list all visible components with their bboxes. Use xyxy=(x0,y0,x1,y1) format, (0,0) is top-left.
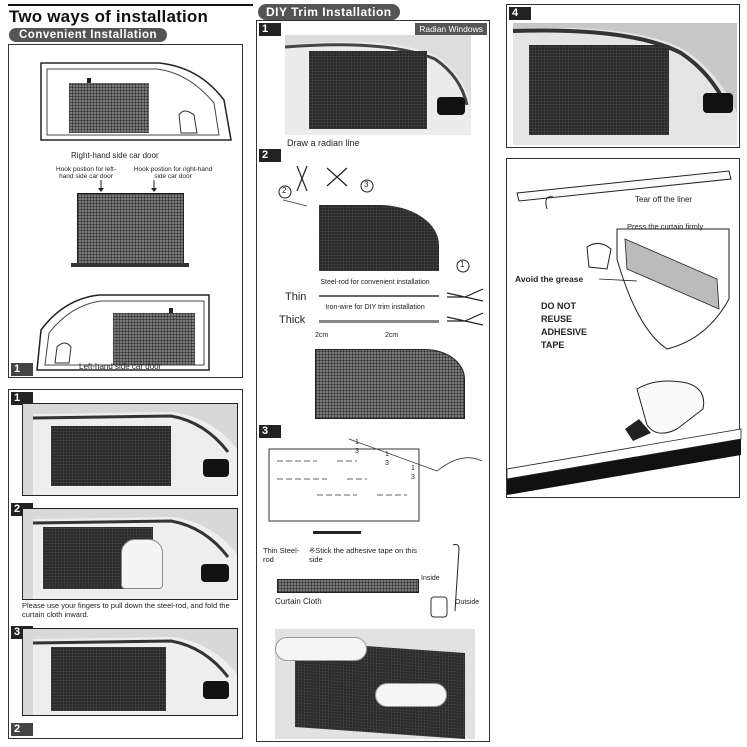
trimmed-curtain xyxy=(315,349,465,419)
panel1-step-badge: 1 xyxy=(11,363,33,376)
hook-right-note: Hook postion for right-hand side car doo… xyxy=(133,166,213,180)
cut-curtain-sample xyxy=(319,205,439,271)
convenient-installation-pill: Convenient Installation xyxy=(9,28,168,42)
do-not-line2: REUSE xyxy=(541,314,573,324)
pliers-icon xyxy=(446,288,484,326)
tape-rod-illustration xyxy=(516,170,732,210)
avoid-grease-caption: Avoid the grease xyxy=(515,274,584,284)
unrolled-curtain xyxy=(77,193,184,265)
press-curtain-photo xyxy=(275,629,475,739)
hook-left-note: Hook postion for left-hand side car door xyxy=(56,166,116,180)
hand-press-illustration xyxy=(506,380,742,495)
diy-step2-badge: 2 xyxy=(259,149,281,162)
right-door-caption: Right-hand side car door xyxy=(71,151,159,160)
adhesive-panel: Tear off the liner Press the curtain fir… xyxy=(506,158,742,498)
diy-step3-badge: 3 xyxy=(259,425,281,438)
installed-curtain-photo xyxy=(513,23,737,145)
step3-photo xyxy=(22,628,238,716)
thin-label: Thin xyxy=(285,291,307,303)
page-title: Two ways of installation xyxy=(9,7,209,26)
fraction-num-b: 1 xyxy=(385,451,389,458)
step2-note: Please use your fingers to pull down the… xyxy=(22,601,230,619)
thick-label: Thick xyxy=(279,314,306,326)
fraction-den-c: 3 xyxy=(411,474,415,481)
step1-photo xyxy=(22,403,238,496)
circle-2-label: 2 xyxy=(282,186,287,195)
outside-label: Outside xyxy=(455,599,480,606)
left-door-curtain-mesh xyxy=(113,313,195,365)
draw-radian-caption: Draw a radian line xyxy=(287,138,360,148)
diy-step1-badge: 1 xyxy=(259,23,281,36)
tear-liner-caption: Tear off the liner xyxy=(635,195,693,204)
convenient-steps-panel: 1 2 Please use your fingers to pull down… xyxy=(8,389,243,739)
steel-rod-note: Steel-rod for convenient installation xyxy=(320,279,430,286)
fraction-num-a: 1 xyxy=(355,439,359,446)
top-rule xyxy=(8,4,253,6)
diy-panel: 1 Radian Windows Draw a radian line 2 2 … xyxy=(256,20,490,742)
door-edge-illustration xyxy=(586,228,730,350)
curtain-cloth-label: Curtain Cloth xyxy=(275,597,322,606)
fraction-den-a: 3 xyxy=(355,448,359,455)
door-curtain-mesh xyxy=(69,83,149,133)
curtain-base-rod xyxy=(71,263,189,267)
circle-1-label: 1 xyxy=(460,260,465,269)
thin-rod-line xyxy=(319,295,439,297)
step4-panel: 4 xyxy=(506,4,740,148)
step-badge-1: 1 xyxy=(11,392,33,405)
panel2-step-badge: 2 xyxy=(11,723,33,736)
adhesive-note: ※Stick the adhesive tape on this side xyxy=(309,546,418,564)
fraction-den-b: 3 xyxy=(385,460,389,467)
step2-photo xyxy=(22,508,238,600)
radian-window-photo xyxy=(285,35,471,135)
convenient-panel: Right-hand side car door Hook postion fo… xyxy=(8,44,243,378)
press-curtain-caption: Press the curtain firmly xyxy=(627,222,704,231)
dim-2cm-right: 2cm xyxy=(385,332,399,339)
iron-wire-note: Iron-wire for DIY trim installation xyxy=(325,304,425,311)
do-not-line3: ADHESIVE xyxy=(541,327,588,337)
dim-2cm-left: 2cm xyxy=(315,332,329,339)
thick-rod-line xyxy=(319,320,439,323)
window-profile-icon xyxy=(430,544,460,618)
left-door-caption: Left-hand side car door xyxy=(79,362,162,371)
step4-badge: 4 xyxy=(509,7,531,20)
tape-strip xyxy=(313,531,361,534)
thin-steel-rod-label: Thin Steel-rod xyxy=(263,546,300,564)
fraction-num-c: 1 xyxy=(411,465,415,472)
diy-trim-pill: DIY Trim Installation xyxy=(258,4,400,20)
scissors-cut-diagram xyxy=(278,165,470,273)
hook-arrows xyxy=(98,180,157,192)
radian-windows-label: Radian Windows xyxy=(415,23,487,35)
measure-thirds-diagram xyxy=(268,438,483,522)
curtain-cloth-strip xyxy=(277,579,419,593)
inside-label: Inside xyxy=(421,575,440,582)
do-not-line4: TAPE xyxy=(541,340,565,350)
circle-3-label: 3 xyxy=(364,180,369,189)
do-not-line1: DO NOT xyxy=(541,301,576,311)
